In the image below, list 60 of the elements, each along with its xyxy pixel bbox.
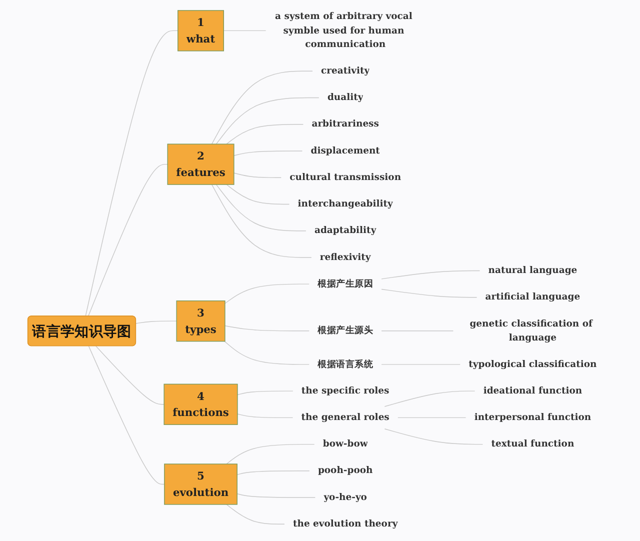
connector [216,184,306,232]
connector [96,346,164,405]
node-box: 5 evolution [164,464,238,505]
node-text: creativity [321,66,370,76]
node-text: natural language [488,265,578,276]
node-text: adaptability [314,225,376,236]
connector [224,284,310,304]
connector [398,417,466,418]
node-text: the specific roles [301,386,390,396]
connector [381,288,478,298]
node-text: pooh-pooh [318,465,373,476]
connector [226,504,285,524]
node-text: arbitrariness [312,118,379,130]
node-text: duality [327,92,364,103]
node-text: yo-he-yo [324,492,367,503]
connector [85,30,178,317]
node-text: a system of arbitrary vocal symble used for human communication [275,11,412,50]
connector [224,325,310,332]
node-text: textual function [491,438,574,450]
connector [224,340,310,365]
connector [88,164,168,317]
node-text: 根据产生源头 [318,325,374,336]
connector [234,150,303,156]
connector [226,124,304,144]
connector [234,172,282,178]
connector [211,184,312,258]
connector [237,414,294,418]
node-text: typological classification [468,358,597,370]
connector [384,390,476,407]
node-box: 1 what [178,10,224,52]
node-text: the general roles [301,412,390,423]
node-box: 4 functions [164,384,238,425]
node-box: 2 features [167,144,234,185]
node-text: 根据产生原因 [318,278,374,290]
node-text: genetic classification of language [470,318,592,343]
node-text: cultural transmission [290,172,402,183]
node-text: the evolution theory [292,518,398,530]
connector [136,320,177,324]
node-text: artificial language [485,292,580,303]
connector [88,346,165,485]
node-text: displacement [310,145,380,156]
connector [384,428,484,445]
connector [236,470,310,476]
connector [381,270,480,280]
connector [226,444,315,464]
connector [237,390,294,396]
node-box: 3 types [176,300,226,342]
node-text: bow-bow [322,438,368,450]
node-text: reflexivity [320,252,371,263]
connector [226,184,290,205]
connector [211,70,313,144]
connector [381,330,454,332]
connector [381,364,460,365]
node-text: interchangeability [298,198,393,210]
node-text: 根据语言系统 [318,358,374,370]
connector [236,493,316,498]
connector [216,97,320,144]
node-text: ideational function [483,386,582,396]
node-text: interpersonal function [474,412,592,423]
connector [223,30,266,32]
